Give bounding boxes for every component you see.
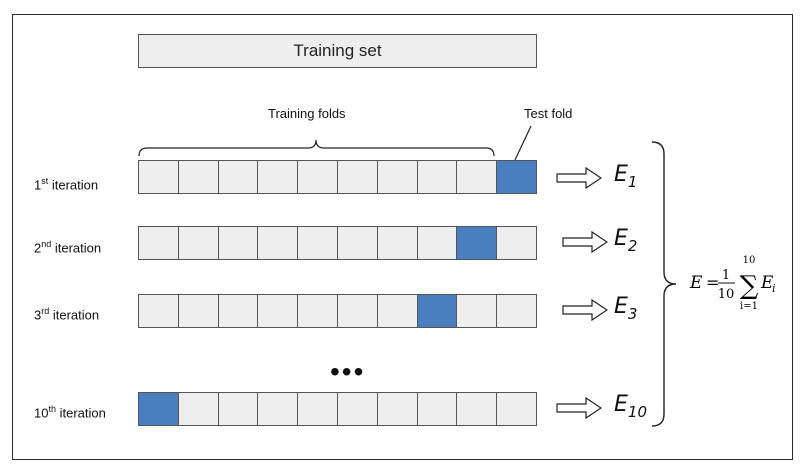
- arrow-icon: [562, 231, 608, 253]
- training-folds-brace: [138, 139, 495, 157]
- fold-row-1: [138, 160, 537, 194]
- training-fold-cell: [298, 161, 338, 193]
- training-fold-cell: [298, 393, 338, 425]
- training-set-box: Training set: [138, 34, 537, 68]
- training-folds-label: Training folds: [268, 106, 346, 121]
- training-fold-cell: [298, 295, 338, 327]
- arrow-icon: [562, 299, 608, 321]
- summary-brace: [651, 141, 677, 427]
- training-fold-cell: [457, 295, 498, 327]
- formula-term-sub: i: [772, 282, 776, 295]
- training-fold-cell: [337, 161, 378, 193]
- training-fold-cell: [497, 227, 536, 259]
- training-fold-cell: [178, 227, 219, 259]
- error-label-10: E10: [614, 392, 647, 421]
- training-fold-cell: [457, 393, 498, 425]
- training-fold-cell: [377, 295, 418, 327]
- training-fold-cell: [218, 295, 259, 327]
- formula-lhs: E: [689, 273, 703, 293]
- sigma-icon: ∑: [740, 271, 759, 301]
- training-fold-cell: [417, 161, 458, 193]
- training-fold-cell: [337, 393, 378, 425]
- training-fold-cell: [417, 227, 458, 259]
- test-fold-pointer: [514, 125, 532, 161]
- formula-term: E: [760, 273, 774, 293]
- training-fold-cell: [258, 227, 299, 259]
- iteration-label-1: 1st iteration: [34, 176, 99, 193]
- iteration-label-2: 2nd iteration: [34, 239, 102, 256]
- training-fold-cell: [139, 227, 179, 259]
- fold-row-10: [138, 392, 537, 426]
- formula-equals: =: [706, 273, 719, 292]
- training-fold-cell: [139, 295, 179, 327]
- formula-sum-upper: 10: [743, 255, 756, 266]
- formula-numerator: 1: [722, 268, 730, 283]
- training-fold-cell: [497, 393, 536, 425]
- training-fold-cell: [178, 295, 219, 327]
- training-fold-cell: [258, 295, 299, 327]
- training-fold-cell: [497, 295, 536, 327]
- training-fold-cell: [377, 227, 418, 259]
- error-label-2: E2: [614, 226, 638, 255]
- training-fold-cell: [337, 295, 378, 327]
- training-fold-cell: [258, 161, 299, 193]
- training-fold-cell: [139, 161, 179, 193]
- arrow-icon: [556, 397, 602, 419]
- training-fold-cell: [178, 393, 219, 425]
- training-fold-cell: [457, 161, 498, 193]
- formula-denominator: 10: [718, 287, 735, 302]
- formula-sum-lower: i=1: [740, 301, 758, 312]
- training-fold-cell: [377, 161, 418, 193]
- training-fold-cell: [178, 161, 219, 193]
- training-fold-cell: [218, 161, 259, 193]
- test-fold-cell: [139, 393, 179, 425]
- ellipsis: •••: [330, 356, 366, 387]
- test-fold-cell: [457, 227, 498, 259]
- training-fold-cell: [218, 227, 259, 259]
- test-fold-cell: [497, 161, 536, 193]
- fold-row-3: [138, 294, 537, 328]
- training-fold-cell: [298, 227, 338, 259]
- iteration-label-10: 10th iteration: [34, 404, 106, 421]
- test-fold-cell: [417, 295, 458, 327]
- arrow-icon: [556, 167, 602, 189]
- test-fold-label: Test fold: [524, 106, 573, 121]
- training-fold-cell: [258, 393, 299, 425]
- fold-row-2: [138, 226, 537, 260]
- training-set-label: Training set: [293, 41, 382, 60]
- training-fold-cell: [218, 393, 259, 425]
- error-label-3: E3: [614, 294, 638, 323]
- diagram-frame: [12, 14, 793, 460]
- training-fold-cell: [337, 227, 378, 259]
- error-label-1: E1: [614, 162, 638, 191]
- training-fold-cell: [417, 393, 458, 425]
- iteration-label-3: 3rd iteration: [34, 306, 100, 323]
- training-fold-cell: [377, 393, 418, 425]
